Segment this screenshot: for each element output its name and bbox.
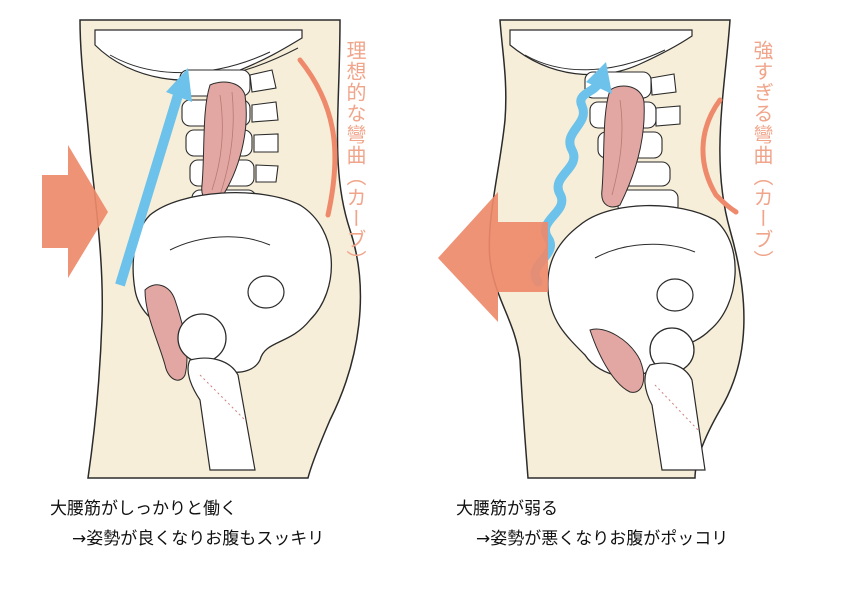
right-caption-line2: →姿勢が悪くなりお腹がポッコリ: [476, 529, 729, 549]
right-psoas-upper: [601, 85, 645, 208]
left-curve-indicator: [297, 57, 338, 218]
left-blue-arrow: [115, 93, 183, 287]
right-caption-line1: 大腰筋が弱る: [456, 499, 558, 519]
left-femur: [187, 357, 256, 471]
left-psoas-lower: [144, 284, 188, 381]
right-curve-indicator: [700, 97, 739, 215]
right-body-svg: [438, 19, 745, 479]
left-illustration: [40, 0, 410, 480]
right-blue-wavy-arrow: [530, 79, 603, 287]
left-orange-arrow[interactable]: [42, 145, 108, 278]
left-body-svg: [42, 19, 362, 479]
right-psoas-lower: [589, 328, 645, 393]
right-illustration: [430, 0, 760, 480]
right-ribcage: [509, 29, 693, 76]
left-caption-line1: 大腰筋がしっかりと働く: [50, 499, 237, 519]
right-curve-label: 強すぎる彎曲（カーブ）: [750, 40, 774, 271]
right-orange-arrow[interactable]: [438, 192, 548, 322]
left-curve-label: 理想的な彎曲（カーブ）: [343, 40, 367, 271]
left-caption-line2: →姿勢が良くなりお腹もスッキリ: [72, 529, 325, 549]
left-femur-head: [177, 313, 227, 363]
